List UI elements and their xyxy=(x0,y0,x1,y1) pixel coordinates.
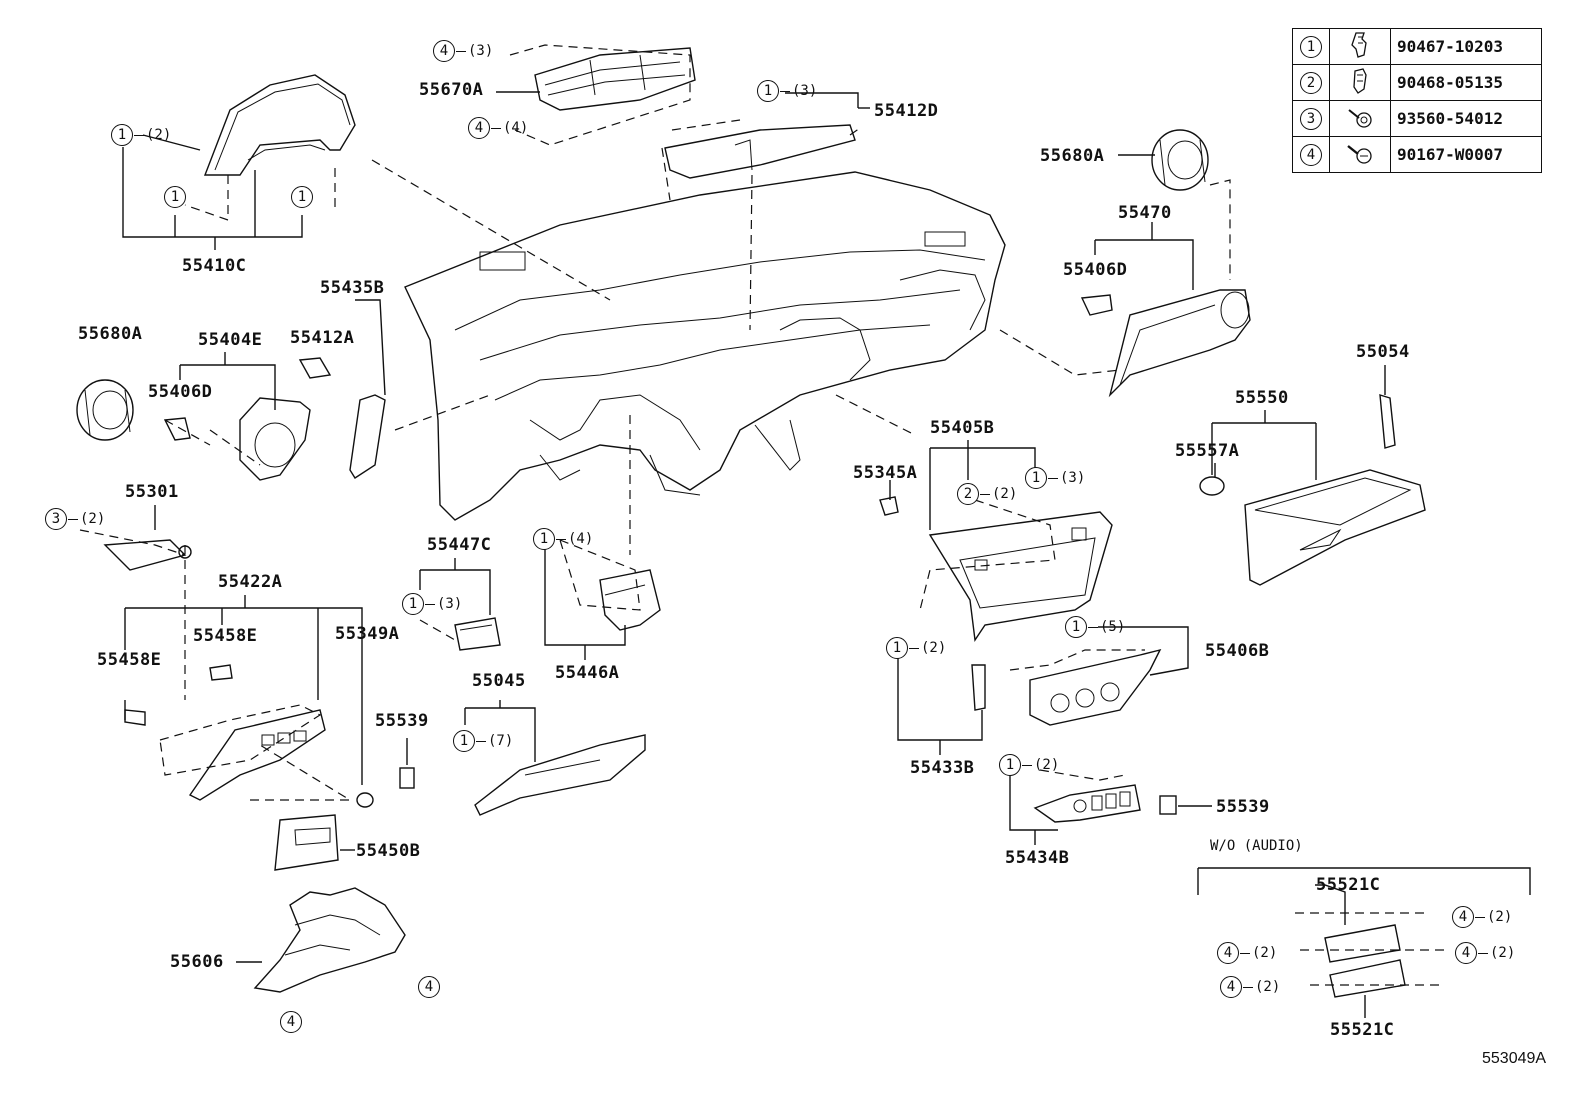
part-label: 55349A xyxy=(335,624,400,644)
part-label: 55446A xyxy=(555,663,620,683)
part-label: 55406B xyxy=(1205,641,1270,661)
part-label: 55404E xyxy=(198,330,263,350)
fastener-number: 2 xyxy=(1300,71,1322,94)
fastener-callout: 1(2) xyxy=(886,637,946,659)
leader-lines xyxy=(79,44,1450,986)
fastener-part-number: 90468-05135 xyxy=(1390,64,1542,101)
fastener-callout: 4(2) xyxy=(1220,976,1280,998)
meter-hood-drawing xyxy=(203,74,356,176)
part-label: 55539 xyxy=(1216,797,1270,817)
fastener-callout: 1(3) xyxy=(1025,467,1085,489)
fastener-number: 4 xyxy=(1300,143,1322,166)
part-label: 55450B xyxy=(356,841,421,861)
part-label: 55670A xyxy=(419,80,484,100)
fastener-callout: 4(2) xyxy=(1217,942,1277,964)
small-panel-drawing xyxy=(454,617,501,651)
fastener-callout: 1 xyxy=(164,186,186,208)
part-label: 55434B xyxy=(1005,848,1070,868)
switch-panel-drawing xyxy=(1033,784,1141,823)
lower-panel-drawing xyxy=(124,664,374,808)
center-vent-drawing xyxy=(534,47,696,111)
fastener-legend-table: 1 90467-10203 2 90468-05135 3 93560-5401… xyxy=(1292,28,1542,173)
fastener-callout: 4(4) xyxy=(468,117,528,139)
left-bezel-drawing xyxy=(163,397,311,481)
knee-panel-drawing xyxy=(474,734,646,816)
pocket-drawing xyxy=(274,814,339,871)
fastener-part-number: 90167-W0007 xyxy=(1390,136,1542,173)
screw-icon xyxy=(1348,108,1372,128)
part-label: 55422A xyxy=(218,572,283,592)
variant-note: W/O (AUDIO) xyxy=(1210,838,1303,854)
fastener-callout: 1(3) xyxy=(757,80,817,102)
side-trim-drawing xyxy=(298,357,386,479)
fastener-callout: 1(3) xyxy=(402,593,462,615)
part-label: 55447C xyxy=(427,535,492,555)
part-label: 55606 xyxy=(170,952,224,972)
clip-icon xyxy=(1353,67,1367,94)
diagram-code: 553049A xyxy=(1482,1050,1547,1067)
part-label: 55433B xyxy=(910,758,975,778)
glovebox-panel-drawing xyxy=(1080,289,1251,398)
switch-left-drawing xyxy=(399,767,415,789)
part-label: 55470 xyxy=(1118,203,1172,223)
screw-icon xyxy=(1347,144,1372,164)
fastener-number: 3 xyxy=(1300,107,1322,130)
switch-right-drawing xyxy=(1159,795,1177,815)
fastener-callout: 1(4) xyxy=(533,528,593,550)
part-label: 55054 xyxy=(1356,342,1410,362)
reference-lines xyxy=(122,91,1386,1018)
fastener-part-number: 93560-54012 xyxy=(1390,100,1542,137)
heater-control-drawing xyxy=(1029,648,1162,726)
fastener-callout: 4(2) xyxy=(1452,906,1512,928)
part-label: 55301 xyxy=(125,482,179,502)
part-label: 55345A xyxy=(853,463,918,483)
fastener-row: 4 90167-W0007 xyxy=(1292,136,1542,173)
part-label: 55406D xyxy=(1063,260,1128,280)
glovebox-drawing xyxy=(1199,394,1426,586)
part-label: 55458E xyxy=(193,626,258,646)
blank-plates-drawing xyxy=(1197,867,1531,998)
fastener-row: 2 90468-05135 xyxy=(1292,64,1542,101)
part-label: 55680A xyxy=(78,324,143,344)
part-label: 55412A xyxy=(290,328,355,348)
part-label: 55557A xyxy=(1175,441,1240,461)
left-vent-drawing xyxy=(76,379,134,441)
part-label: 55406D xyxy=(148,382,213,402)
part-label: 55521C xyxy=(1330,1020,1395,1040)
lower-cover-drawing xyxy=(253,887,406,993)
fastener-part-number: 90467-10203 xyxy=(1390,28,1542,65)
fastener-callout: 4 xyxy=(418,976,440,998)
part-label: 55680A xyxy=(1040,146,1105,166)
part-label: 55045 xyxy=(472,671,526,691)
fastener-callout: 1(5) xyxy=(1065,616,1125,638)
fastener-callout: 1(2) xyxy=(111,124,171,146)
part-label: 55539 xyxy=(375,711,429,731)
fastener-callout: 1(7) xyxy=(453,730,513,752)
part-label: 55550 xyxy=(1235,388,1289,408)
part-label: 55410C xyxy=(182,256,247,276)
side-cover-drawing xyxy=(599,569,661,631)
fastener-callout: 4(2) xyxy=(1455,942,1515,964)
fastener-callout: 4(3) xyxy=(433,40,493,62)
part-label: 55458E xyxy=(97,650,162,670)
fastener-callout: 1(2) xyxy=(999,754,1059,776)
fastener-callout: 1 xyxy=(291,186,313,208)
fastener-number: 1 xyxy=(1300,35,1322,58)
fastener-row: 3 93560-54012 xyxy=(1292,100,1542,137)
upper-panel-drawing xyxy=(664,124,856,179)
clip-icon xyxy=(1351,31,1367,58)
fastener-row: 1 90467-10203 xyxy=(1292,28,1542,65)
part-label: 55405B xyxy=(930,418,995,438)
fastener-callout: 2(2) xyxy=(957,483,1017,505)
part-label: 55521C xyxy=(1316,875,1381,895)
fastener-callout: 3(2) xyxy=(45,508,105,530)
part-label: 55412D xyxy=(874,101,939,121)
right-vent-drawing xyxy=(1151,129,1209,191)
trim-strip-drawing xyxy=(971,664,986,711)
bracket-drawing xyxy=(103,539,192,571)
part-label: 55435B xyxy=(320,278,385,298)
fastener-callout: 4 xyxy=(280,1011,302,1033)
instrument-panel-drawing xyxy=(404,171,1006,521)
